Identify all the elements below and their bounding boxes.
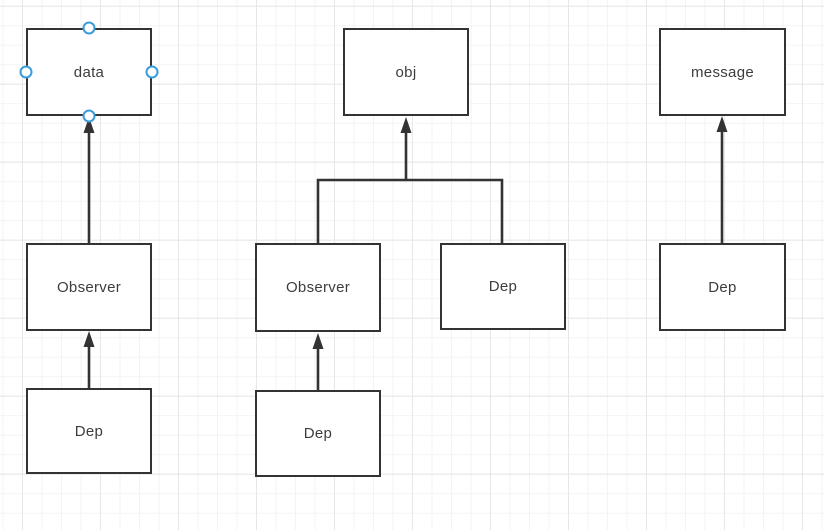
node-label: Dep bbox=[303, 425, 333, 442]
node-label: Dep bbox=[488, 278, 518, 295]
node-message[interactable]: message bbox=[659, 28, 786, 116]
node-label: Observer bbox=[285, 279, 351, 296]
node-label: Dep bbox=[708, 278, 737, 296]
node-label: Observer bbox=[56, 278, 122, 296]
node-dep-bottom-center[interactable]: Dep bbox=[255, 390, 381, 477]
node-obj[interactable]: obj bbox=[343, 28, 469, 116]
node-label: message bbox=[691, 63, 754, 81]
edge-observer-center-to-obj[interactable] bbox=[316, 117, 504, 243]
node-observer-left[interactable]: Observer bbox=[26, 243, 152, 331]
edge-observer-left-to-data[interactable] bbox=[83, 117, 95, 243]
connection-handle-left[interactable] bbox=[19, 65, 33, 79]
node-dep-bottom-left[interactable]: Dep bbox=[26, 388, 152, 474]
connection-handle-right[interactable] bbox=[145, 65, 159, 79]
edge-dep-right-to-message[interactable] bbox=[716, 116, 728, 243]
node-label: Dep bbox=[74, 422, 104, 440]
node-label: obj bbox=[395, 63, 417, 81]
node-dep-right[interactable]: Dep bbox=[659, 243, 786, 331]
node-data[interactable]: data bbox=[26, 28, 152, 116]
edge-dep-bottom-left-to-observer-left[interactable] bbox=[83, 331, 95, 388]
node-dep-mid[interactable]: Dep bbox=[440, 243, 566, 330]
connection-handle-bottom[interactable] bbox=[82, 109, 96, 123]
node-observer-center[interactable]: Observer bbox=[255, 243, 381, 332]
connection-handle-top[interactable] bbox=[82, 21, 96, 35]
node-label: data bbox=[73, 63, 105, 81]
edge-dep-bottom-center-to-observer-center[interactable] bbox=[312, 333, 324, 390]
